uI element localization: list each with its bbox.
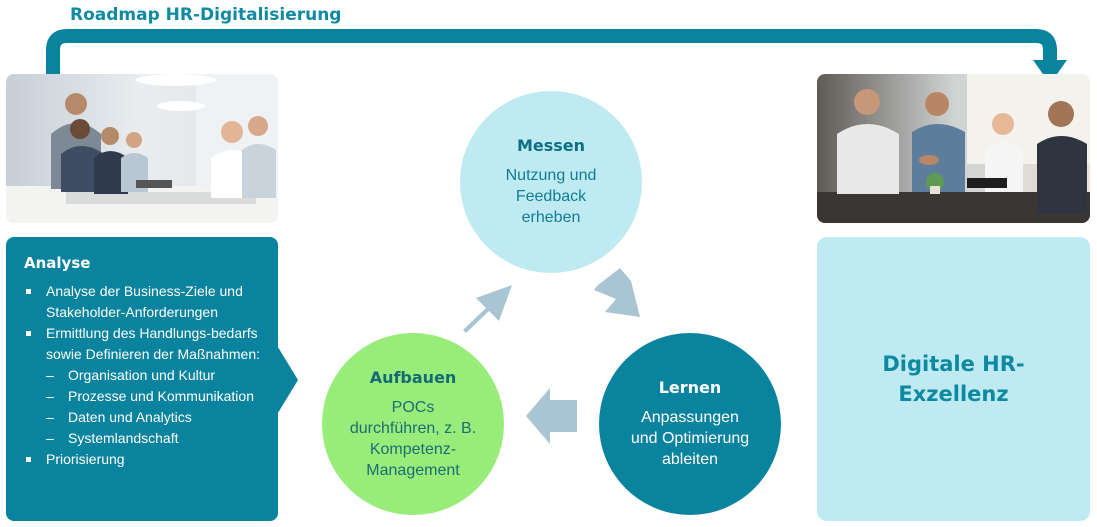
dash-icon: – xyxy=(46,367,54,383)
bullet-icon xyxy=(26,289,31,294)
handshake-meeting-photo xyxy=(817,74,1090,223)
list-item: Analyse der Business-Ziele und Stakehold… xyxy=(24,281,280,323)
analysis-list: Analyse der Business-Ziele und Stakehold… xyxy=(24,281,280,470)
aufbauen-title: Aufbauen xyxy=(369,367,457,387)
list-subitem: –Daten und Analytics xyxy=(24,407,280,428)
circle-lernen: Lernen Anpassungen und Optimierung ablei… xyxy=(599,333,781,515)
messen-title: Messen xyxy=(516,136,586,155)
team-meeting-photo xyxy=(6,74,278,223)
arrow-messen-to-lernen xyxy=(594,268,640,317)
analysis-title: Analyse xyxy=(24,254,91,272)
arrow-lernen-to-aufbauen xyxy=(526,388,577,444)
roadmap-arc-arrow xyxy=(46,29,1067,84)
list-subitem: –Systemlandschaft xyxy=(24,428,280,449)
analysis-panel: Analyse Analyse der Business-Ziele und S… xyxy=(6,237,278,521)
lernen-title: Lernen xyxy=(658,378,722,397)
aufbauen-text: POCs durchführen, z. B. Kompetenz-Manage… xyxy=(349,398,477,479)
dash-icon: – xyxy=(46,388,54,404)
dash-icon: – xyxy=(46,430,54,446)
excellence-label: Digitale HR-Exzellenz xyxy=(882,352,1025,406)
excellence-panel: Digitale HR-Exzellenz xyxy=(817,237,1090,521)
circle-aufbauen: Aufbauen POCs durchführen, z. B. Kompete… xyxy=(322,333,504,515)
list-item: Priorisierung xyxy=(24,449,280,470)
page-title: Roadmap HR-Digitalisierung xyxy=(70,5,342,25)
circle-messen: Messen Nutzung und Feedback erheben xyxy=(460,91,642,273)
arrow-aufbauen-to-messen xyxy=(463,285,512,333)
bullet-icon xyxy=(26,457,31,462)
list-subitem: –Organisation und Kultur xyxy=(24,365,280,386)
lernen-text: Anpassungen und Optimierung ableiten xyxy=(630,409,750,468)
dash-icon: – xyxy=(46,409,54,425)
messen-text: Nutzung und Feedback erheben xyxy=(505,167,597,226)
list-subitem: –Prozesse und Kommunikation xyxy=(24,386,280,407)
bullet-icon xyxy=(26,331,31,336)
list-item: Ermittlung des Handlungs-bedarfs sowie D… xyxy=(24,323,280,365)
